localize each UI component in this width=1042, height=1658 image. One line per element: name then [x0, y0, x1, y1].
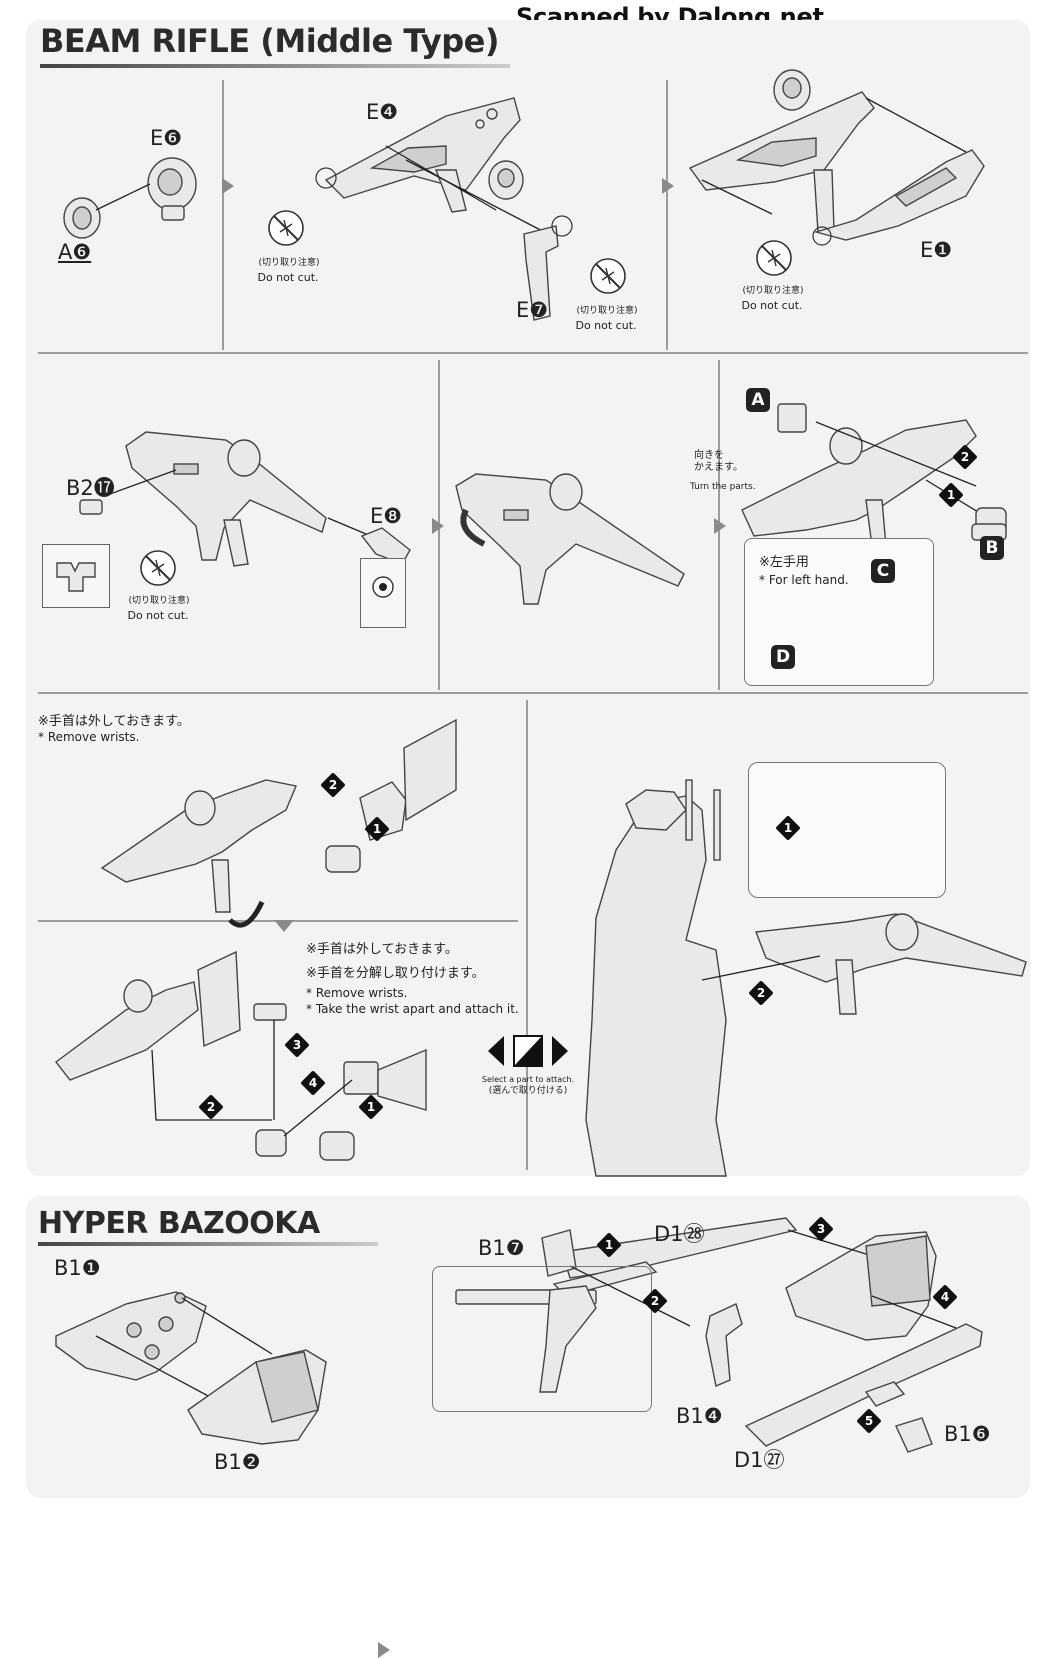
step-marker-2: 2: [198, 1094, 224, 1120]
flow-arrow: [714, 518, 726, 534]
no-cut-icon: [140, 550, 176, 586]
flow-arrow: [378, 1642, 390, 1658]
left-hand-inset: ※左手用 * For left hand. C D: [744, 538, 934, 686]
part-label-b1-6: B1❻: [944, 1422, 991, 1446]
divider: [38, 692, 1028, 694]
part-label-d1-28: D1㉘: [654, 1222, 705, 1246]
step-marker-2: 2: [320, 772, 346, 798]
step-marker-4: 4: [932, 1284, 958, 1310]
bazooka-detail-inset: [432, 1266, 652, 1412]
divider: [222, 80, 224, 350]
remove-wrists-en: * Remove wrists.: [306, 986, 408, 1000]
left-hand-jp: ※左手用: [759, 555, 809, 570]
no-cut-en: Do not cut.: [127, 609, 189, 622]
divider: [666, 80, 668, 350]
step-marker-2: 2: [952, 444, 978, 470]
no-cut-jp: (切り取り注意): [576, 306, 638, 316]
step-marker-2: 2: [748, 980, 774, 1006]
part-label-e4: E❹: [366, 100, 399, 124]
hyper-bazooka-panel: HYPER BAZOOKA B1❶: [26, 1196, 1030, 1658]
no-cut-jp: (切り取り注意): [258, 258, 320, 268]
step-marker-1: 1: [775, 815, 801, 841]
part-label-a6: A❻: [58, 240, 92, 264]
no-cut-icon: [756, 240, 792, 276]
no-cut-en: Do not cut.: [575, 319, 637, 332]
part-label-b2-17: B2⓱: [66, 476, 115, 500]
title-underline: [38, 1242, 378, 1246]
step-marker-3: 3: [808, 1216, 834, 1242]
step1-illustration: [63, 69, 985, 321]
select-part-jp: (選んで取り付ける): [488, 1086, 568, 1096]
hyper-bazooka-title: HYPER BAZOOKA: [38, 1206, 320, 1241]
step-marker-1: 1: [364, 816, 390, 842]
flow-arrow: [662, 178, 674, 194]
bazooka-illustration: [55, 1217, 983, 1453]
divider: [526, 700, 528, 1170]
detach-wrist-jp: ※手首を分解し取り付けます。: [306, 966, 485, 981]
part-label-d1-27: D1㉗: [734, 1448, 785, 1472]
e8-detail-box: [360, 558, 406, 628]
flow-arrow: [432, 518, 444, 534]
no-cut-icon: [590, 258, 626, 294]
part-label-e7: E❼: [516, 298, 549, 322]
part-label-e8: E❽: [370, 504, 403, 528]
part-label-e1: E❶: [920, 238, 953, 262]
part-label-e6: E❻: [150, 126, 183, 150]
beam-rifle-title: BEAM RIFLE (Middle Type): [40, 22, 499, 60]
part-label-b1-1: B1❶: [54, 1256, 101, 1280]
b2-detail-box: [42, 544, 110, 608]
title-underline: [40, 64, 510, 68]
no-cut-en: Do not cut.: [741, 299, 803, 312]
remove-wrists-jp: ※手首は外しておきます。: [306, 942, 458, 957]
left-hand-en: * For left hand.: [759, 573, 849, 587]
remove-wrists-en: * Remove wrists.: [38, 730, 140, 744]
part-label-b1-2: B1❷: [214, 1450, 261, 1474]
turn-parts-en: Turn the parts.: [690, 482, 756, 492]
flow-arrow: [274, 920, 294, 932]
select-part-en: Select a part to attach.: [481, 1075, 575, 1084]
detach-wrist-en: * Take the wrist apart and attach it.: [306, 1002, 519, 1016]
divider: [38, 352, 1028, 354]
badge-b: B: [980, 536, 1004, 560]
flow-arrow: [222, 178, 234, 194]
step-marker-2: 2: [642, 1288, 668, 1314]
badge-c: C: [871, 559, 895, 583]
turn-parts-jp: 向きを かえます。: [694, 450, 743, 473]
no-cut-jp: (切り取り注意): [128, 596, 190, 606]
step-marker-1: 1: [358, 1094, 384, 1120]
step-marker-3: 3: [284, 1032, 310, 1058]
beam-rifle-panel: BEAM RIFLE (Middle Type): [26, 20, 1030, 1177]
no-cut-jp: (切り取り注意): [742, 286, 804, 296]
no-cut-icon: [268, 210, 304, 246]
part-label-b1-4: B1❹: [676, 1404, 723, 1428]
step-marker-5: 5: [856, 1408, 882, 1434]
step3-illustration: [55, 718, 1027, 1177]
step-marker-1: 1: [596, 1232, 622, 1258]
remove-wrists-jp: ※手首は外しておきます。: [38, 714, 190, 729]
part-label-b1-7: B1❼: [478, 1236, 525, 1260]
badge-a: A: [746, 388, 770, 412]
no-cut-en: Do not cut.: [257, 271, 319, 284]
step-marker-1: 1: [938, 482, 964, 508]
select-part-icon: [488, 1035, 568, 1067]
badge-d: D: [771, 645, 795, 669]
step-marker-4: 4: [300, 1070, 326, 1096]
rifle-detail-inset: 1: [748, 762, 946, 898]
